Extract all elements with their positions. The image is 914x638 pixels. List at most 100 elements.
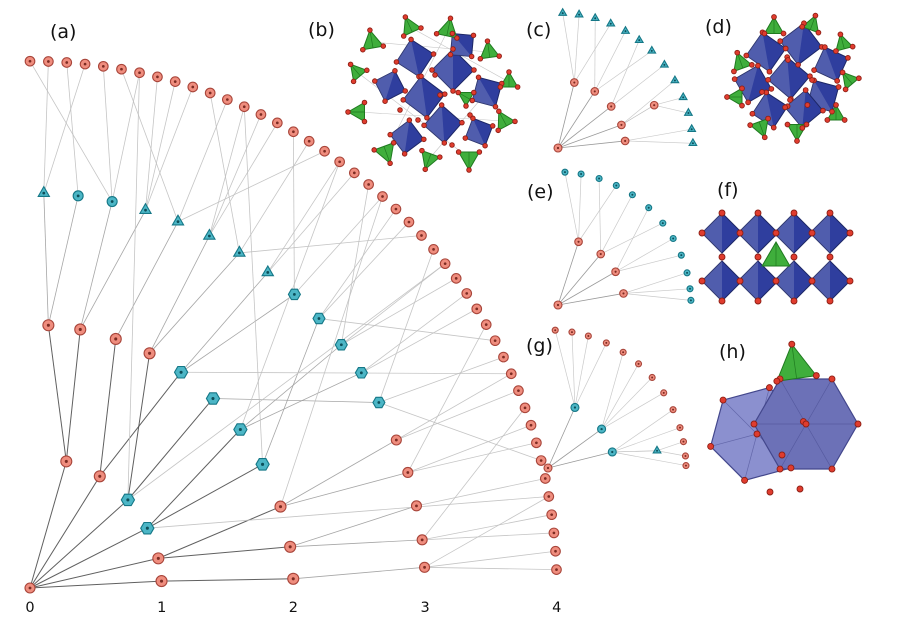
octahedron [773,212,815,254]
oxygen-atom [372,78,378,84]
graph-node-triangle [605,18,616,27]
graph-edge [239,235,422,254]
octahedron-facet [702,261,722,301]
graph-node-core [509,372,513,376]
graph-node-core [680,254,683,257]
oxygen-atom [803,121,810,128]
graph-edge [43,193,49,326]
oxygen-atom [367,27,373,33]
graph-node-core [381,195,384,198]
graph-edge [99,371,182,477]
oxygen-atom [833,48,839,54]
oxygen-atom [361,99,368,106]
oxygen-atom [761,134,768,141]
graph-edge [610,64,665,107]
octahedron-facet [734,65,758,103]
graph-node-core [577,240,580,243]
graph-edge [378,356,504,403]
oxygen-atom [497,84,504,90]
graph-edge [127,263,446,501]
graph-node-core [638,39,641,42]
octahedron-facet [774,213,794,253]
graph-node-core [98,474,102,478]
oxygen-atom [812,372,820,380]
facet-line [722,399,758,435]
graph-node-core [176,220,180,224]
graph-edge [161,578,294,582]
oxygen-atom [837,31,844,38]
graph-edge [615,254,682,273]
oxygen-atom [846,229,854,237]
graph-edge [280,196,383,507]
octahedron-facet [738,213,758,253]
oxygen-atom [739,102,745,109]
oxygen-atom [855,75,862,82]
oxygen-atom [402,88,408,94]
graph-node-core [650,49,653,52]
graph-edge [654,97,684,106]
graph-node-core [406,471,410,474]
oxygen-atom [455,89,461,96]
graph-edge [181,371,512,375]
graph-edge [180,294,295,373]
graph-node-core [570,331,573,334]
graph-node-core [539,459,543,462]
graph-edge [601,352,624,430]
tetrahedron [349,63,368,83]
oxygen-atom [748,62,755,68]
oxygen-atom [718,253,726,261]
graph-node-core [637,362,640,365]
graph-node-core [673,79,676,82]
oxygen-atom [845,54,851,61]
graph-node-core [689,287,692,290]
oxygen-atom [347,61,354,68]
graph-node-triangle [202,228,216,240]
tetrahedron [776,343,818,382]
graph-edge [177,99,228,222]
graph-node-core [663,63,666,66]
oxygen-atom [382,98,388,104]
graph-edge [601,363,639,430]
oxygen-atom [345,109,351,115]
graph-edge [318,208,397,319]
graph-edge [318,221,410,319]
graph-node-core [225,98,229,101]
graph-edge [656,441,684,452]
crystal-structure-b [345,14,521,173]
oxygen-atom [811,67,817,74]
graph-node-triangle [634,34,645,43]
graph-node-core [359,371,363,375]
oxygen-atom [804,102,811,108]
oxygen-atom [766,68,773,75]
graph-edge [612,409,674,453]
graph-edge [574,342,607,408]
oxygen-atom [512,118,518,125]
graph-edge [145,86,194,211]
oxygen-atom [415,117,421,123]
graph-node-core [689,299,692,302]
oxygen-atom [450,88,456,94]
graph-edge [121,69,179,222]
graph-node-core [614,270,617,273]
oxygen-atom [747,122,754,128]
graph-node-triangle [557,7,568,16]
oxygen-atom [776,465,784,473]
oxygen-atom [741,476,749,484]
oxygen-atom [812,12,819,19]
graph-node-core [684,454,687,457]
graph-edge [378,249,434,403]
oxygen-atom [484,38,491,44]
oxygen-atom [782,104,788,111]
graph-node-core [266,271,270,274]
graph-edge [209,114,262,237]
graph-edge [29,60,113,202]
oxygen-atom [790,209,798,217]
octahedron-facet [472,77,496,107]
oxygen-atom [350,78,357,85]
graph-node-core [191,85,195,89]
oxygen-atom [808,229,816,237]
graph-node-core [682,440,685,443]
graph-edge [212,398,379,403]
graph-node-core [292,292,296,296]
graph-node-core [275,121,279,125]
